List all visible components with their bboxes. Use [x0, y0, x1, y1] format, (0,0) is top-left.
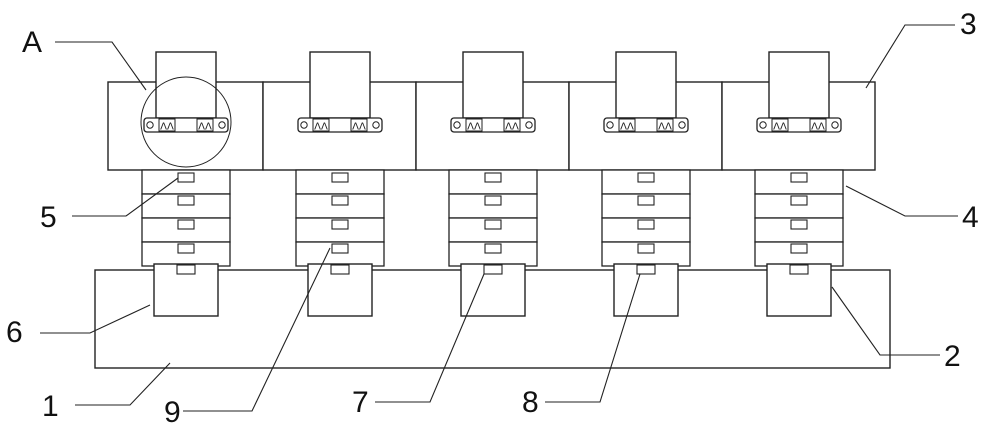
- spring-icon: ΛΛ: [352, 122, 366, 133]
- stack-tab-5-2: [790, 195, 808, 206]
- stack-tab-3-2: [484, 195, 502, 206]
- stack-tab-2-3: [331, 219, 349, 230]
- label-9: 9: [164, 396, 181, 429]
- bolt-3-1: [453, 121, 461, 129]
- detail-circle-a: [140, 76, 232, 168]
- stack-tab-4-2: [637, 195, 655, 206]
- stack-tab-1-3: [177, 219, 195, 230]
- slider-tab-3: [483, 264, 503, 275]
- clamp-bar-4: [603, 117, 689, 133]
- stack-segment-4-2: [601, 193, 691, 219]
- label-3: 3: [960, 8, 977, 41]
- slider-tab-5: [789, 264, 809, 275]
- spring-box-1-2: [196, 118, 214, 132]
- stack-tab-2-2: [331, 195, 349, 206]
- stack-tab-3-3: [484, 219, 502, 230]
- bolt-4-1: [606, 121, 614, 129]
- stack-tab-1-1: [177, 172, 195, 183]
- spring-icon: ΛΛ: [773, 122, 787, 133]
- stack-tab-1-4: [177, 243, 195, 254]
- stack-tab-4-3: [637, 219, 655, 230]
- leader-2: [831, 286, 940, 356]
- spring-box-4-2: [656, 118, 674, 132]
- bolt-2-2: [372, 121, 380, 129]
- stack-segment-3-3: [448, 217, 538, 243]
- clamp-bar-2: [297, 117, 383, 133]
- unit-4: ΛΛ ΛΛ: [601, 51, 691, 317]
- leader-6: [40, 304, 151, 334]
- leader-8: [545, 273, 641, 403]
- unit-1: ΛΛ ΛΛ: [141, 51, 231, 317]
- bolt-1-1: [146, 121, 154, 129]
- spring-icon: ΛΛ: [160, 122, 174, 133]
- label-4: 4: [962, 201, 979, 234]
- label-8: 8: [522, 386, 539, 419]
- spring-box-5-2: [809, 118, 827, 132]
- leader-1: [75, 362, 171, 406]
- leader-a: [55, 41, 147, 91]
- label-1: 1: [42, 390, 59, 423]
- spring-icon: ΛΛ: [658, 122, 672, 133]
- spring-box-3-2: [503, 118, 521, 132]
- top-post-5: [768, 51, 830, 119]
- leader-7: [375, 273, 485, 403]
- spring-box-5-1: [771, 118, 789, 132]
- bolt-1-2: [218, 121, 226, 129]
- bolt-4-2: [678, 121, 686, 129]
- stack-tab-3-1: [484, 172, 502, 183]
- bolt-5-2: [831, 121, 839, 129]
- label-2: 2: [944, 340, 961, 373]
- leader-4: [845, 185, 958, 217]
- stack-tab-1-2: [177, 195, 195, 206]
- spring-box-2-2: [350, 118, 368, 132]
- bolt-2-1: [300, 121, 308, 129]
- bolt-5-1: [759, 121, 767, 129]
- unit-5: ΛΛ ΛΛ: [754, 51, 844, 317]
- spring-icon: ΛΛ: [314, 122, 328, 133]
- spring-box-2-1: [312, 118, 330, 132]
- spring-box-3-1: [465, 118, 483, 132]
- leader-9: [183, 247, 331, 412]
- spring-icon: ΛΛ: [811, 122, 825, 133]
- slider-block-4: [613, 263, 679, 317]
- label-5: 5: [40, 201, 57, 234]
- slider-tab-2: [330, 264, 350, 275]
- stack-tab-2-4: [331, 243, 349, 254]
- label-a: A: [22, 26, 43, 59]
- slider-tab-1: [176, 264, 196, 275]
- spring-icon: ΛΛ: [467, 122, 481, 133]
- leader-lines: [40, 24, 958, 412]
- units: ΛΛ ΛΛ ΛΛ ΛΛ ΛΛ ΛΛ ΛΛ ΛΛ ΛΛ ΛΛ: [141, 51, 844, 317]
- label-6: 6: [6, 316, 23, 349]
- stack-tab-5-4: [790, 243, 808, 254]
- unit-3: ΛΛ ΛΛ: [448, 51, 538, 317]
- clamp-bar-1: [143, 117, 229, 133]
- stack-tab-4-4: [637, 243, 655, 254]
- slider-tab-4: [636, 264, 656, 275]
- stack-tab-2-1: [331, 172, 349, 183]
- spring-box-4-1: [618, 118, 636, 132]
- spring-icon: ΛΛ: [620, 122, 634, 133]
- top-post-1: [155, 51, 217, 119]
- leader-3: [865, 24, 955, 89]
- spring-box-1-1: [158, 118, 176, 132]
- bolt-3-2: [525, 121, 533, 129]
- leader-5: [72, 177, 179, 217]
- stack-tab-4-1: [637, 172, 655, 183]
- top-post-3: [462, 51, 524, 119]
- clamp-bar-3: [450, 117, 536, 133]
- stack-tab-5-1: [790, 172, 808, 183]
- stack-tab-5-3: [790, 219, 808, 230]
- unit-2: ΛΛ ΛΛ: [295, 51, 385, 317]
- label-7: 7: [352, 386, 369, 419]
- spring-icon: ΛΛ: [505, 122, 519, 133]
- top-post-2: [309, 51, 371, 119]
- top-post-4: [615, 51, 677, 119]
- clamp-bar-5: [756, 117, 842, 133]
- spring-icon: ΛΛ: [198, 122, 212, 133]
- stack-tab-3-4: [484, 243, 502, 254]
